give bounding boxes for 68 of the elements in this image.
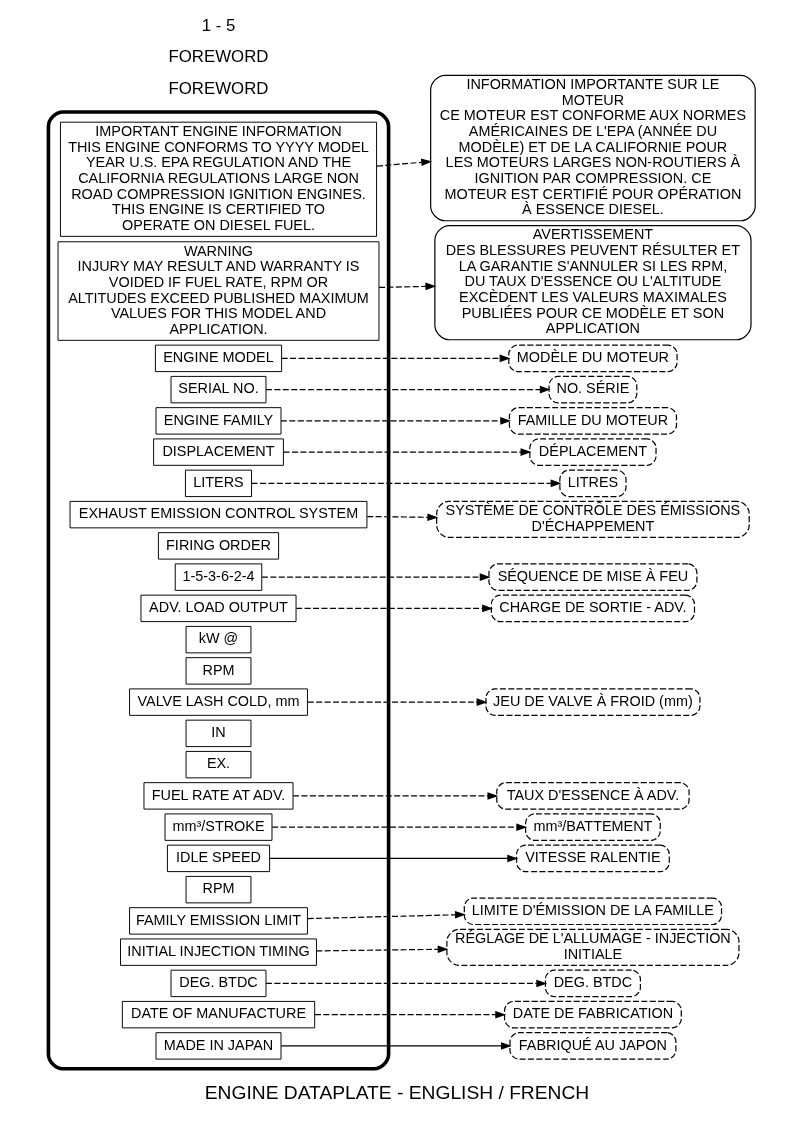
- node-box: LITRES: [558, 469, 627, 498]
- node-box: SERIAL NO.: [170, 375, 266, 404]
- node-box: RPM: [185, 657, 251, 685]
- node-box: IDLE SPEED: [166, 844, 270, 873]
- node-box: ENGINE FAMILY: [155, 407, 281, 435]
- arrow: [375, 158, 432, 167]
- node-box: mm³/BATTEMENT: [524, 813, 661, 841]
- node-box: EX.: [185, 750, 251, 779]
- arrow: [306, 911, 466, 920]
- node-box: DEG. BTDC: [544, 969, 641, 998]
- node-box: mm³/STROKE: [164, 813, 272, 841]
- arrow: [271, 823, 527, 831]
- node-box: RÉGLAGE DE L'ALLUMAGE - INJECTION INITIALE: [445, 928, 740, 966]
- label: FOREWORD: [168, 47, 268, 67]
- arrow: [280, 417, 511, 425]
- caption: ENGINE DATAPLATE - ENGLISH / FRENCH: [204, 1081, 589, 1103]
- node-box: ADV. LOAD OUTPUT: [140, 594, 296, 623]
- arrow: [264, 385, 551, 394]
- arrow: [268, 854, 518, 863]
- arrow: [292, 792, 498, 800]
- node-box: DÉPLACEMENT: [528, 438, 657, 466]
- arrow: [378, 282, 436, 291]
- node-box: EXHAUST EMISSION CONTROL SYSTEM: [69, 500, 367, 529]
- node-box: VALVE LASH COLD, mm: [128, 688, 308, 716]
- node-box: DISPLACEMENT: [152, 438, 284, 466]
- node-box: kW @: [185, 625, 251, 654]
- arrow: [315, 945, 448, 954]
- label: 1 - 5: [201, 16, 235, 36]
- node-box: 1-5-3-6-2-4: [174, 563, 262, 591]
- node-box: FUEL RATE AT ADV.: [143, 782, 293, 810]
- arrow: [260, 573, 491, 581]
- arrow: [280, 354, 510, 363]
- node-box: FAMILY EMISSION LIMIT: [128, 907, 308, 935]
- node-box: TAUX D'ESSENCE À ADV.: [495, 782, 690, 810]
- node-box: CHARGE DE SORTIE - ADV.: [490, 594, 695, 623]
- node-box: RPM: [185, 875, 251, 904]
- node-box: IMPORTANT ENGINE INFORMATION THIS ENGINE CONFORMS TO YYYY MODEL YEAR U.S. EPA REGULATION AND THE CALIFORNIA REGULATIONS LARGE NON ROAD COMPRESSION IGNITION ENGINES. THIS ENGINE IS CERTIFIED TO OPERATE ON DIESEL FUEL.: [59, 121, 377, 237]
- arrow: [306, 698, 487, 706]
- node-box: VITESSE RALENTIE: [515, 844, 670, 873]
- arrow: [313, 1010, 506, 1019]
- node-box: LITERS: [184, 469, 252, 498]
- arrow: [295, 604, 493, 613]
- label: FOREWORD: [168, 78, 268, 98]
- node-box: MADE IN JAPAN: [155, 1032, 281, 1060]
- node-box: LIMITE D'ÉMISSION DE LA FAMILLE: [463, 897, 722, 926]
- arrow: [280, 1042, 512, 1050]
- arrow: [366, 513, 438, 522]
- node-box: INITIAL INJECTION TIMING: [119, 938, 317, 966]
- node-box: ENGINE MODEL: [154, 344, 282, 373]
- node-box: SYSTÈME DE CONTRÔLE DES ÉMISSIONS D'ÉCHAPPEMENT: [435, 500, 750, 539]
- cluster: [46, 110, 390, 1071]
- node-box: FIRING ORDER: [157, 532, 279, 560]
- node-box: NO. SÉRIE: [547, 375, 637, 404]
- node-box: MODÈLE DU MOTEUR: [507, 344, 678, 373]
- node-box: WARNING INJURY MAY RESULT AND WARRANTY IS VOIDED IF FUEL RATE, RPM OR ALTITUDES EXCEED PUBLISHED MAXIMUM VALUES FOR THIS MODEL AND APPLICATION.: [57, 241, 379, 341]
- node-box: IN: [185, 719, 251, 748]
- node-box: DATE OF MANUFACTURE: [121, 1000, 315, 1029]
- node-box: DEG. BTDC: [170, 969, 266, 998]
- node-box: FABRIQUÉ AU JAPON: [508, 1032, 676, 1060]
- arrow: [250, 479, 561, 488]
- node-box: DATE DE FABRICATION: [503, 1000, 682, 1029]
- arrow: [282, 448, 531, 456]
- node-box: JEU DE VALVE À FROID (mm): [484, 688, 700, 716]
- arrow: [264, 979, 547, 988]
- node-box: AVERTISSEMENT DES BLESSURES PEUVENT RÉSULTER ET LA GARANTIE S'ANNULER SI LES RPM, DU TAUX D'ESSENCE OU L'ALTITUDE EXCÈDENT LES VALEURS MAXIMALES PUBLIÉES POUR CE MODÈLE ET SON APPLICATION: [433, 224, 752, 341]
- node-box: INFORMATION IMPORTANTE SUR LE MOTEUR CE MOTEUR EST CONFORME AUX NORMES AMÉRICAINES DE L'EPA (ANNÉE DU MODÈLE) ET DE LA CALIFORNIE POUR LES MOTEURS LARGES NON-ROUTIERS À IGNITION PAR COMPRESSION. CE MOTEUR EST CERTIFIÉ POUR OPÉRATION À ESSENCE DIESEL.: [429, 74, 756, 222]
- node-box: SÉQUENCE DE MISE À FEU: [487, 563, 697, 591]
- node-box: FAMILLE DU MOTEUR: [508, 407, 677, 435]
